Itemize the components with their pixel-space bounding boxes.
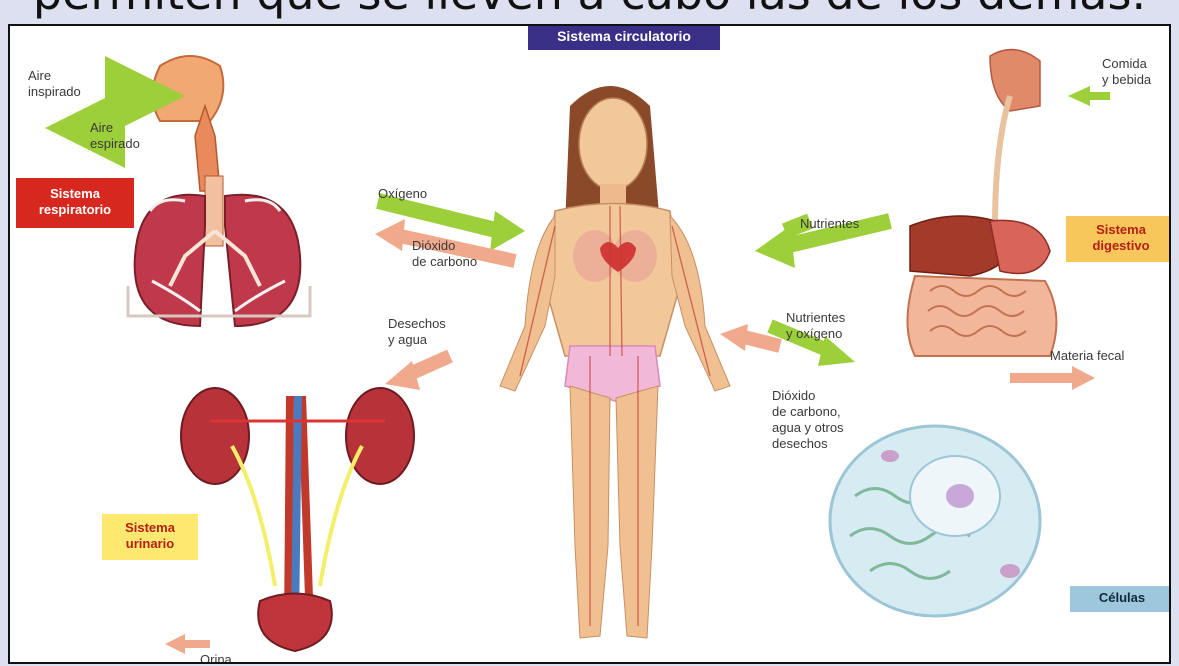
label-comida-bebida: Comida y bebida: [1102, 56, 1151, 88]
badge-cells: Células: [1070, 586, 1171, 612]
cell-illustration: [830, 426, 1040, 616]
label-aire-inspirado: Aire inspirado: [28, 68, 81, 100]
label-materia-fecal: Materia fecal: [1050, 348, 1124, 364]
lungs-illustration: [128, 56, 310, 326]
label-desechos-agua: Desechos y agua: [388, 316, 446, 348]
urinary-illustration: [181, 388, 414, 651]
label-oxigeno: Oxígeno: [378, 186, 427, 202]
badge-digestive-system: Sistema digestivo: [1066, 216, 1171, 262]
digestive-illustration: [908, 50, 1057, 356]
label-nutrientes: Nutrientes: [800, 216, 859, 232]
diagram-illustration: [10, 26, 1171, 664]
label-aire-espirado: Aire espirado: [90, 120, 140, 152]
diagram-frame: Sistema circulatorio Sistema respiratori…: [8, 24, 1171, 664]
label-dioxido-carbono-resp: Dióxido de carbono: [412, 238, 477, 270]
human-body-illustration: [500, 86, 730, 638]
label-dioxido-desechos-cel: Dióxido de carbono, agua y otros desecho…: [772, 388, 844, 452]
header-text: permiten que se lleven a cabo las de los…: [0, 0, 1179, 20]
badge-respiratory-system: Sistema respiratorio: [16, 178, 134, 228]
badge-urinary-system: Sistema urinario: [102, 514, 198, 560]
label-orina: Orina: [200, 652, 232, 664]
badge-circulatory-system: Sistema circulatorio: [528, 24, 720, 50]
label-nutrientes-oxigeno: Nutrientes y oxígeno: [786, 310, 845, 342]
